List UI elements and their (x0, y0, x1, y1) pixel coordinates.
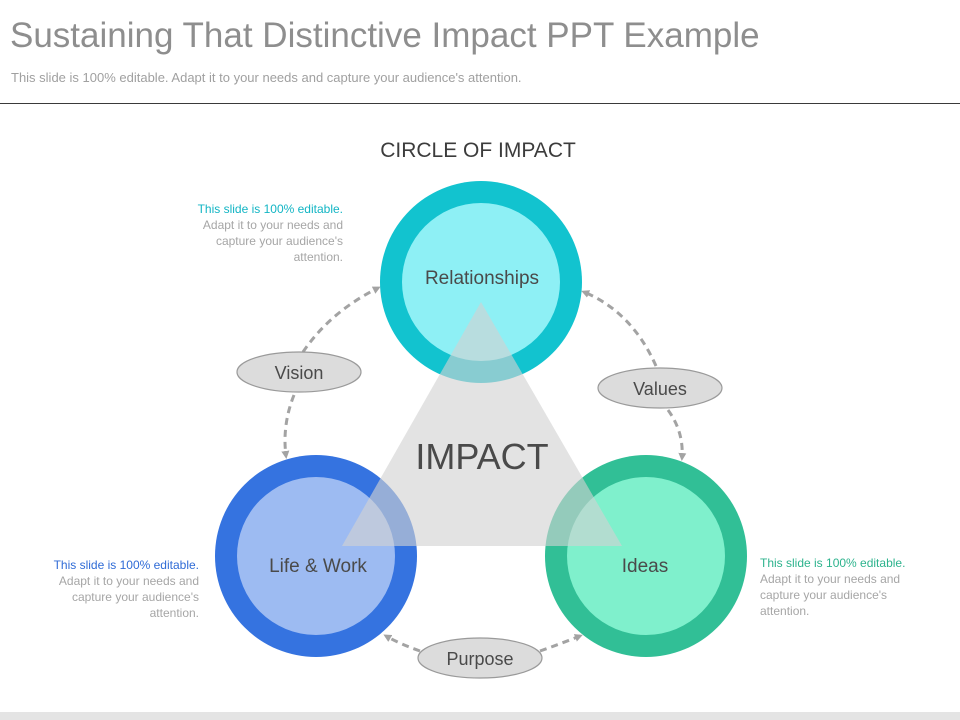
footer-bar (0, 712, 960, 720)
note-relationships-line4: attention. (293, 250, 343, 264)
note-ideas-accent: This slide is 100% editable. (760, 556, 906, 570)
pill-label-purpose: Purpose (446, 649, 513, 669)
note-life-work-accent: This slide is 100% editable. (53, 558, 199, 572)
diagram-heading: CIRCLE OF IMPACT (380, 139, 576, 162)
circle-label-life-work: Life & Work (269, 556, 367, 577)
arrow-values-to-ideas (666, 409, 687, 461)
note-ideas: This slide is 100% editable. Adapt it to… (760, 555, 955, 619)
pill-label-values: Values (633, 379, 687, 399)
note-ideas-line4: attention. (760, 604, 810, 618)
circle-label-ideas: Ideas (622, 556, 668, 577)
slide-subtitle: This slide is 100% editable. Adapt it to… (11, 70, 522, 85)
note-ideas-line3: capture your audience's (760, 588, 888, 602)
slide-title: Sustaining That Distinctive Impact PPT E… (10, 16, 760, 55)
arrow-values-to-relationships (581, 290, 658, 367)
arrow-vision-to-life-work (281, 394, 296, 459)
circle-relationships (380, 181, 582, 383)
note-relationships: This slide is 100% editable. Adapt it to… (150, 201, 343, 265)
note-life-work: This slide is 100% editable. Adapt it to… (8, 557, 199, 621)
note-relationships-accent: This slide is 100% editable. (197, 202, 343, 216)
note-life-work-line2: Adapt it to your needs and (58, 574, 199, 588)
impact-label: IMPACT (415, 436, 548, 477)
arrow-purpose-to-life-work (383, 634, 421, 653)
pill-label-vision: Vision (275, 363, 324, 383)
note-life-work-line4: attention. (149, 606, 199, 620)
pill-values: Values (597, 367, 723, 409)
impact-triangle (342, 302, 622, 546)
pill-purpose: Purpose (417, 637, 543, 679)
note-ideas-line2: Adapt it to your needs and (760, 572, 901, 586)
circle-label-relationships: Relationships (425, 268, 539, 289)
note-relationships-line2: Adapt it to your needs and (202, 218, 343, 232)
note-life-work-line3: capture your audience's (71, 590, 199, 604)
note-relationships-line3: capture your audience's (215, 234, 343, 248)
arrow-vision-to-relationships (301, 286, 381, 353)
title-divider (0, 103, 960, 104)
arrow-purpose-to-ideas (539, 634, 583, 653)
pill-vision: Vision (236, 351, 362, 393)
